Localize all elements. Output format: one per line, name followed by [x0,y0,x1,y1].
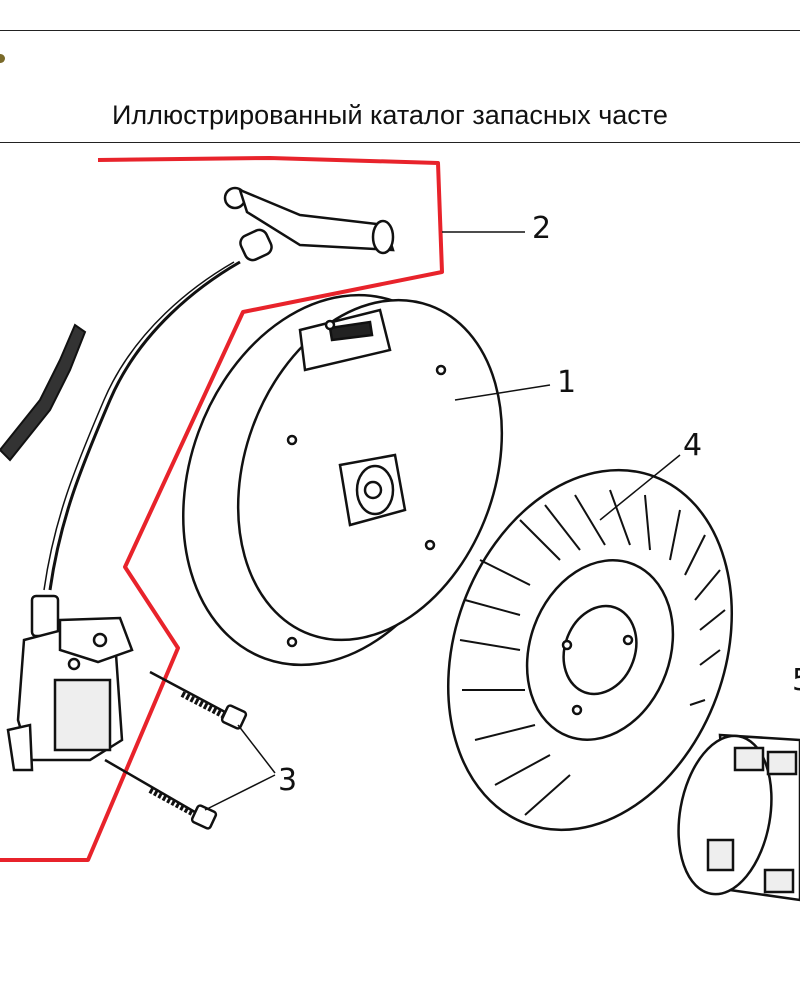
red-highlight-outline [0,156,444,862]
callout-1: 1 [557,365,576,400]
leader-line-1 [454,384,551,401]
leader-line-4 [599,454,681,521]
exploded-parts-diagram: 1 2 3 4 5 [0,156,800,902]
leader-line-3b [204,774,276,811]
callout-2: 2 [532,211,551,246]
callout-4: 4 [683,428,702,463]
callout-3: 3 [278,763,297,798]
spark-plug-cap [223,186,395,262]
ignition-wire [48,260,241,591]
flywheel-fins [459,489,726,816]
ignition-wire-inner [43,261,235,591]
page-title: Иллюстрированный каталог запасных часте [112,100,668,130]
header-bottom-rule [0,142,800,143]
header-bullet-icon [0,54,5,63]
mounting-bolt-upper [149,670,248,730]
ignition-coil [6,594,134,772]
ground-lead [0,323,87,462]
starter-cup [677,733,800,902]
header-top-rule [0,30,800,31]
leader-line-3a [237,724,276,774]
fan-housing [182,293,504,667]
callout-5: 5 [792,663,800,698]
mounting-bolt-lower [104,758,218,830]
